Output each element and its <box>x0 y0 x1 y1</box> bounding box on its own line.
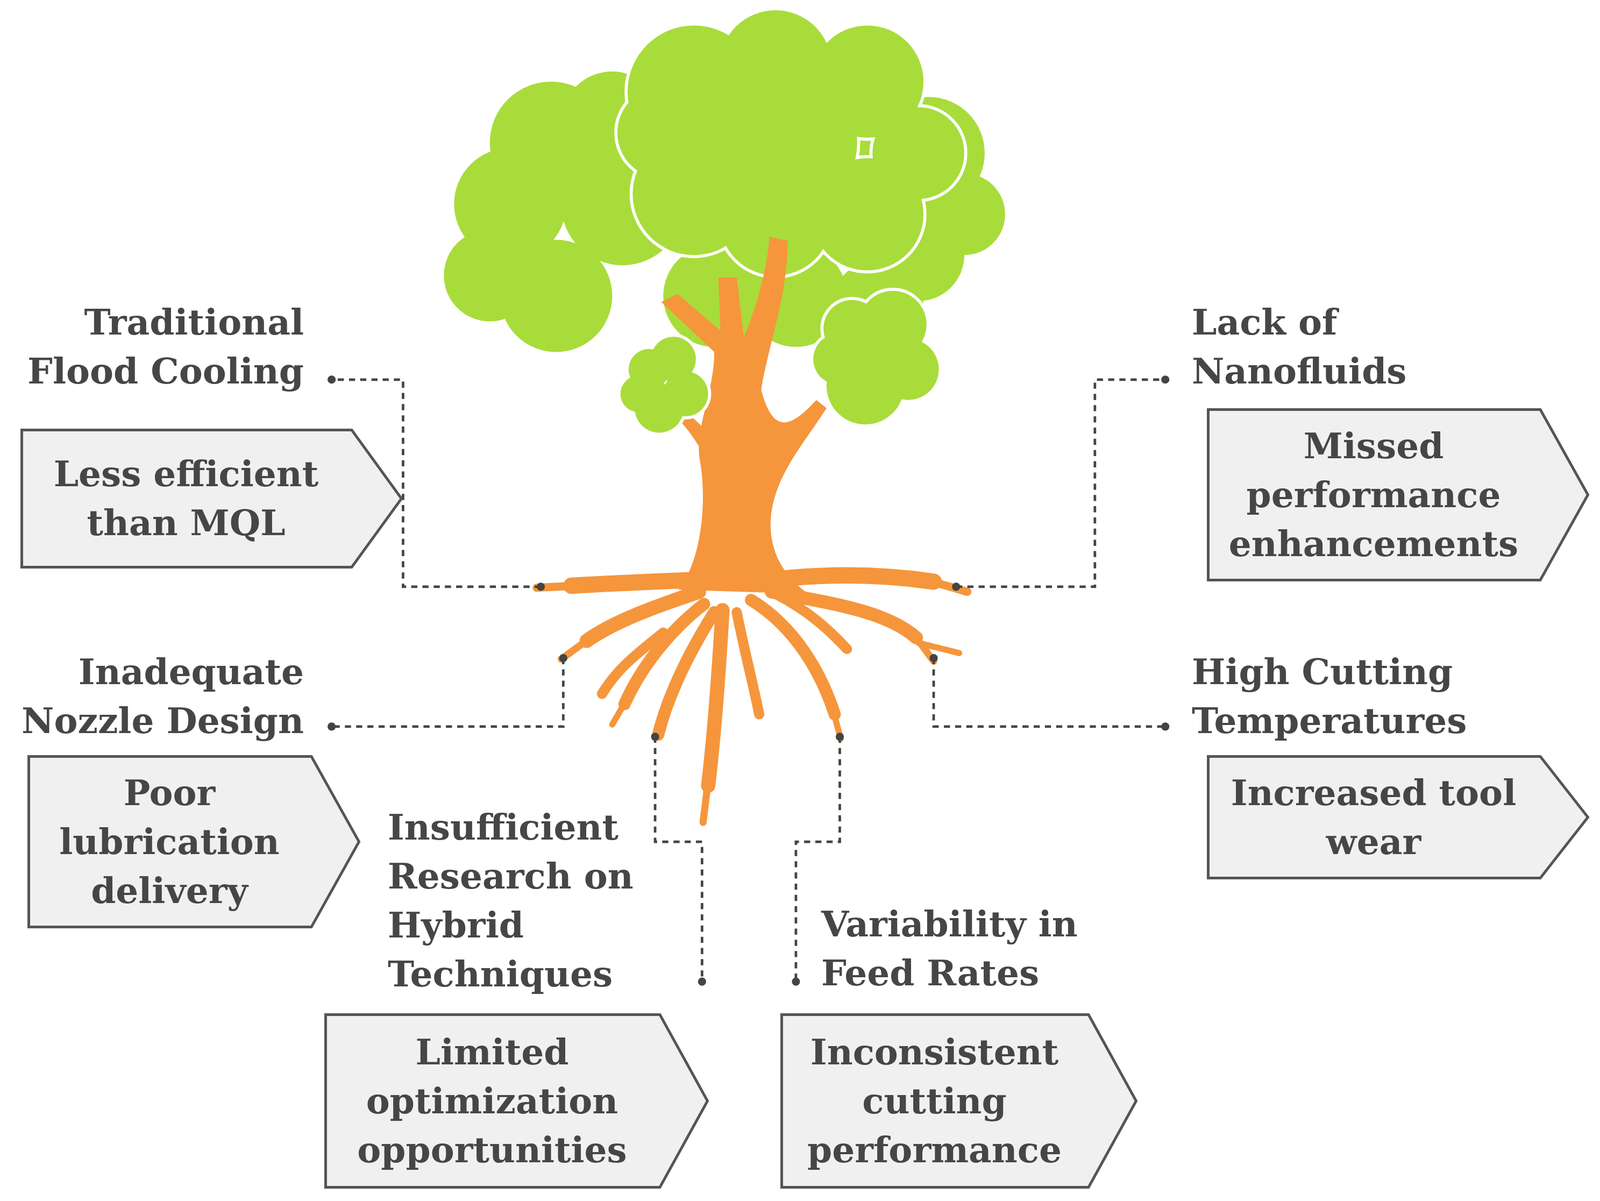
leader-lines <box>331 658 564 727</box>
pentagon-outline <box>325 1014 708 1188</box>
box-text-line: Inconsistent cutting performance <box>788 1027 1081 1175</box>
foliage-small-left <box>620 336 709 433</box>
tree-roots <box>736 612 760 715</box>
pentagon-outline <box>22 430 402 568</box>
foliage-front <box>617 10 965 276</box>
node-heading: Insufficient Research on Hybrid Techniqu… <box>387 802 668 999</box>
node-heading: Lack of Nanofluids <box>1191 297 1515 396</box>
tree-roots <box>702 780 708 823</box>
leader-dots <box>951 582 960 591</box>
foliage-front <box>714 71 858 215</box>
box-text: Poor lubrication delivery <box>27 755 312 929</box>
leader-dots <box>536 582 545 591</box>
foliage-front <box>617 10 965 276</box>
foliage-small-left <box>620 336 709 433</box>
foliage-small-left <box>620 336 709 433</box>
foliage-small-right <box>813 290 939 425</box>
leader-lines <box>956 379 1166 587</box>
leader-dots <box>698 977 707 986</box>
foliage-small-right <box>813 290 939 425</box>
leader-dots <box>1161 375 1170 384</box>
box-text: Inconsistent cutting performance <box>780 1013 1089 1189</box>
leader-lines <box>933 658 1166 727</box>
tree-roots <box>536 575 968 823</box>
pentagon-outline <box>1208 409 1589 581</box>
pentagon-outline <box>29 756 360 928</box>
node-heading: High Cutting Temperatures <box>1191 647 1536 746</box>
tree-trunk <box>660 236 827 594</box>
foliage-front <box>714 71 858 215</box>
arrow-box: Variability in Feed RatesInconsistent cu… <box>780 1013 1138 1189</box>
leader-dots <box>791 977 800 986</box>
leader-dots <box>1161 722 1170 731</box>
box-text: Missed performance enhancements <box>1206 408 1541 582</box>
leader-dots <box>559 653 568 663</box>
tree-roots <box>708 610 723 786</box>
pentagon-outline <box>781 1014 1137 1188</box>
tree-roots <box>771 591 916 638</box>
box-text-line: Limited optimization opportunities <box>332 1027 652 1175</box>
node-heading: Variability in Feed Rates <box>821 899 1123 998</box>
box-text: Increased tool wear <box>1206 755 1541 880</box>
box-text-line: Poor lubrication delivery <box>35 768 304 916</box>
foliage-small-right <box>813 333 865 385</box>
tree-trunk <box>660 236 827 594</box>
tree-roots <box>571 579 705 586</box>
box-text: Limited optimization opportunities <box>324 1013 660 1189</box>
pentagon-outline <box>1208 756 1589 879</box>
leader-dots <box>327 375 336 384</box>
leader-lines <box>655 736 702 982</box>
pentagon-shape <box>20 428 403 569</box>
leader-dots <box>929 653 938 663</box>
leader-dots <box>327 722 336 731</box>
tree-roots <box>750 600 835 715</box>
arrow-box: Insufficient Research on Hybrid Techniqu… <box>324 1013 709 1189</box>
foliage-small-right <box>813 290 939 425</box>
foliage-small-left <box>620 375 658 412</box>
foliage-small-left <box>620 375 658 412</box>
leader-dots <box>650 732 659 741</box>
tree-roots <box>918 642 960 653</box>
box-text-line: Less efficient than MQL <box>28 449 344 548</box>
node-heading: Traditional Flood Cooling <box>0 297 304 396</box>
foliage-front <box>617 86 710 179</box>
box-text-line: Increased tool wear <box>1214 768 1533 867</box>
leader-dots <box>835 732 844 741</box>
foliage-front <box>617 10 965 276</box>
tree-roots <box>601 632 664 694</box>
node-heading: Inadequate Nozzle Design <box>0 647 304 746</box>
arrow-box: High Cutting TemperaturesIncreased tool … <box>1206 755 1590 880</box>
foliage-small-right <box>813 333 865 385</box>
arrow-box: Lack of NanofluidsMissed performance enh… <box>1206 408 1590 582</box>
foliage-front <box>617 86 710 179</box>
tree-roots <box>658 612 715 735</box>
tree-roots <box>757 575 934 582</box>
box-text-line: Missed performance enhancements <box>1214 421 1533 569</box>
arrow-box: Traditional Flood CoolingLess efficient … <box>20 428 403 569</box>
arrow-box: Inadequate Nozzle DesignPoor lubrication… <box>27 755 361 929</box>
tree-roots <box>612 699 627 725</box>
box-text: Less efficient than MQL <box>20 428 352 569</box>
